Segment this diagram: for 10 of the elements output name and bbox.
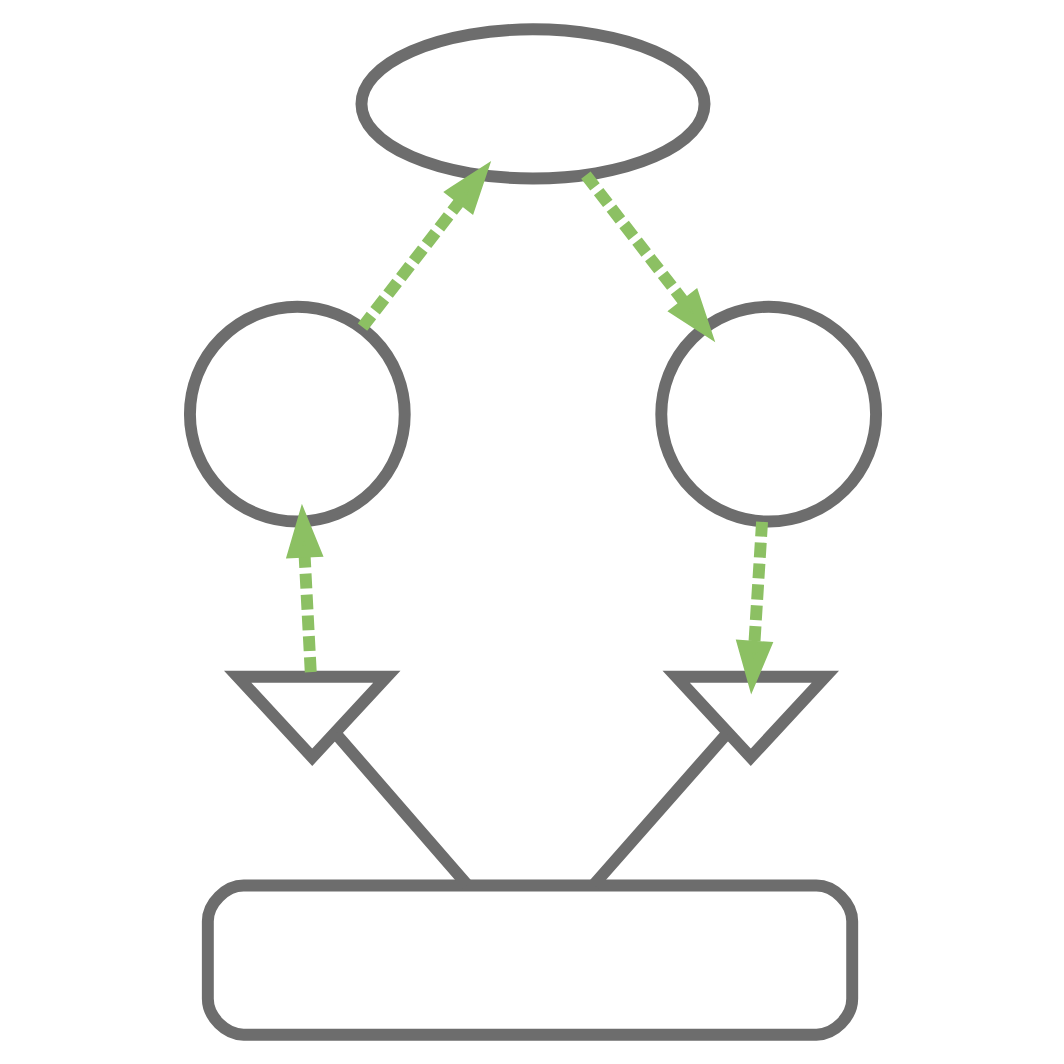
node-circle bbox=[654, 300, 882, 528]
arrow bbox=[356, 160, 491, 332]
arrow bbox=[284, 503, 323, 677]
arrow bbox=[580, 171, 715, 343]
node-box bbox=[200, 879, 858, 1041]
node-antenna bbox=[661, 670, 838, 766]
node-antenna bbox=[223, 670, 400, 766]
arrow bbox=[734, 521, 773, 695]
node-cloud bbox=[354, 23, 710, 185]
node-circle bbox=[182, 300, 410, 528]
